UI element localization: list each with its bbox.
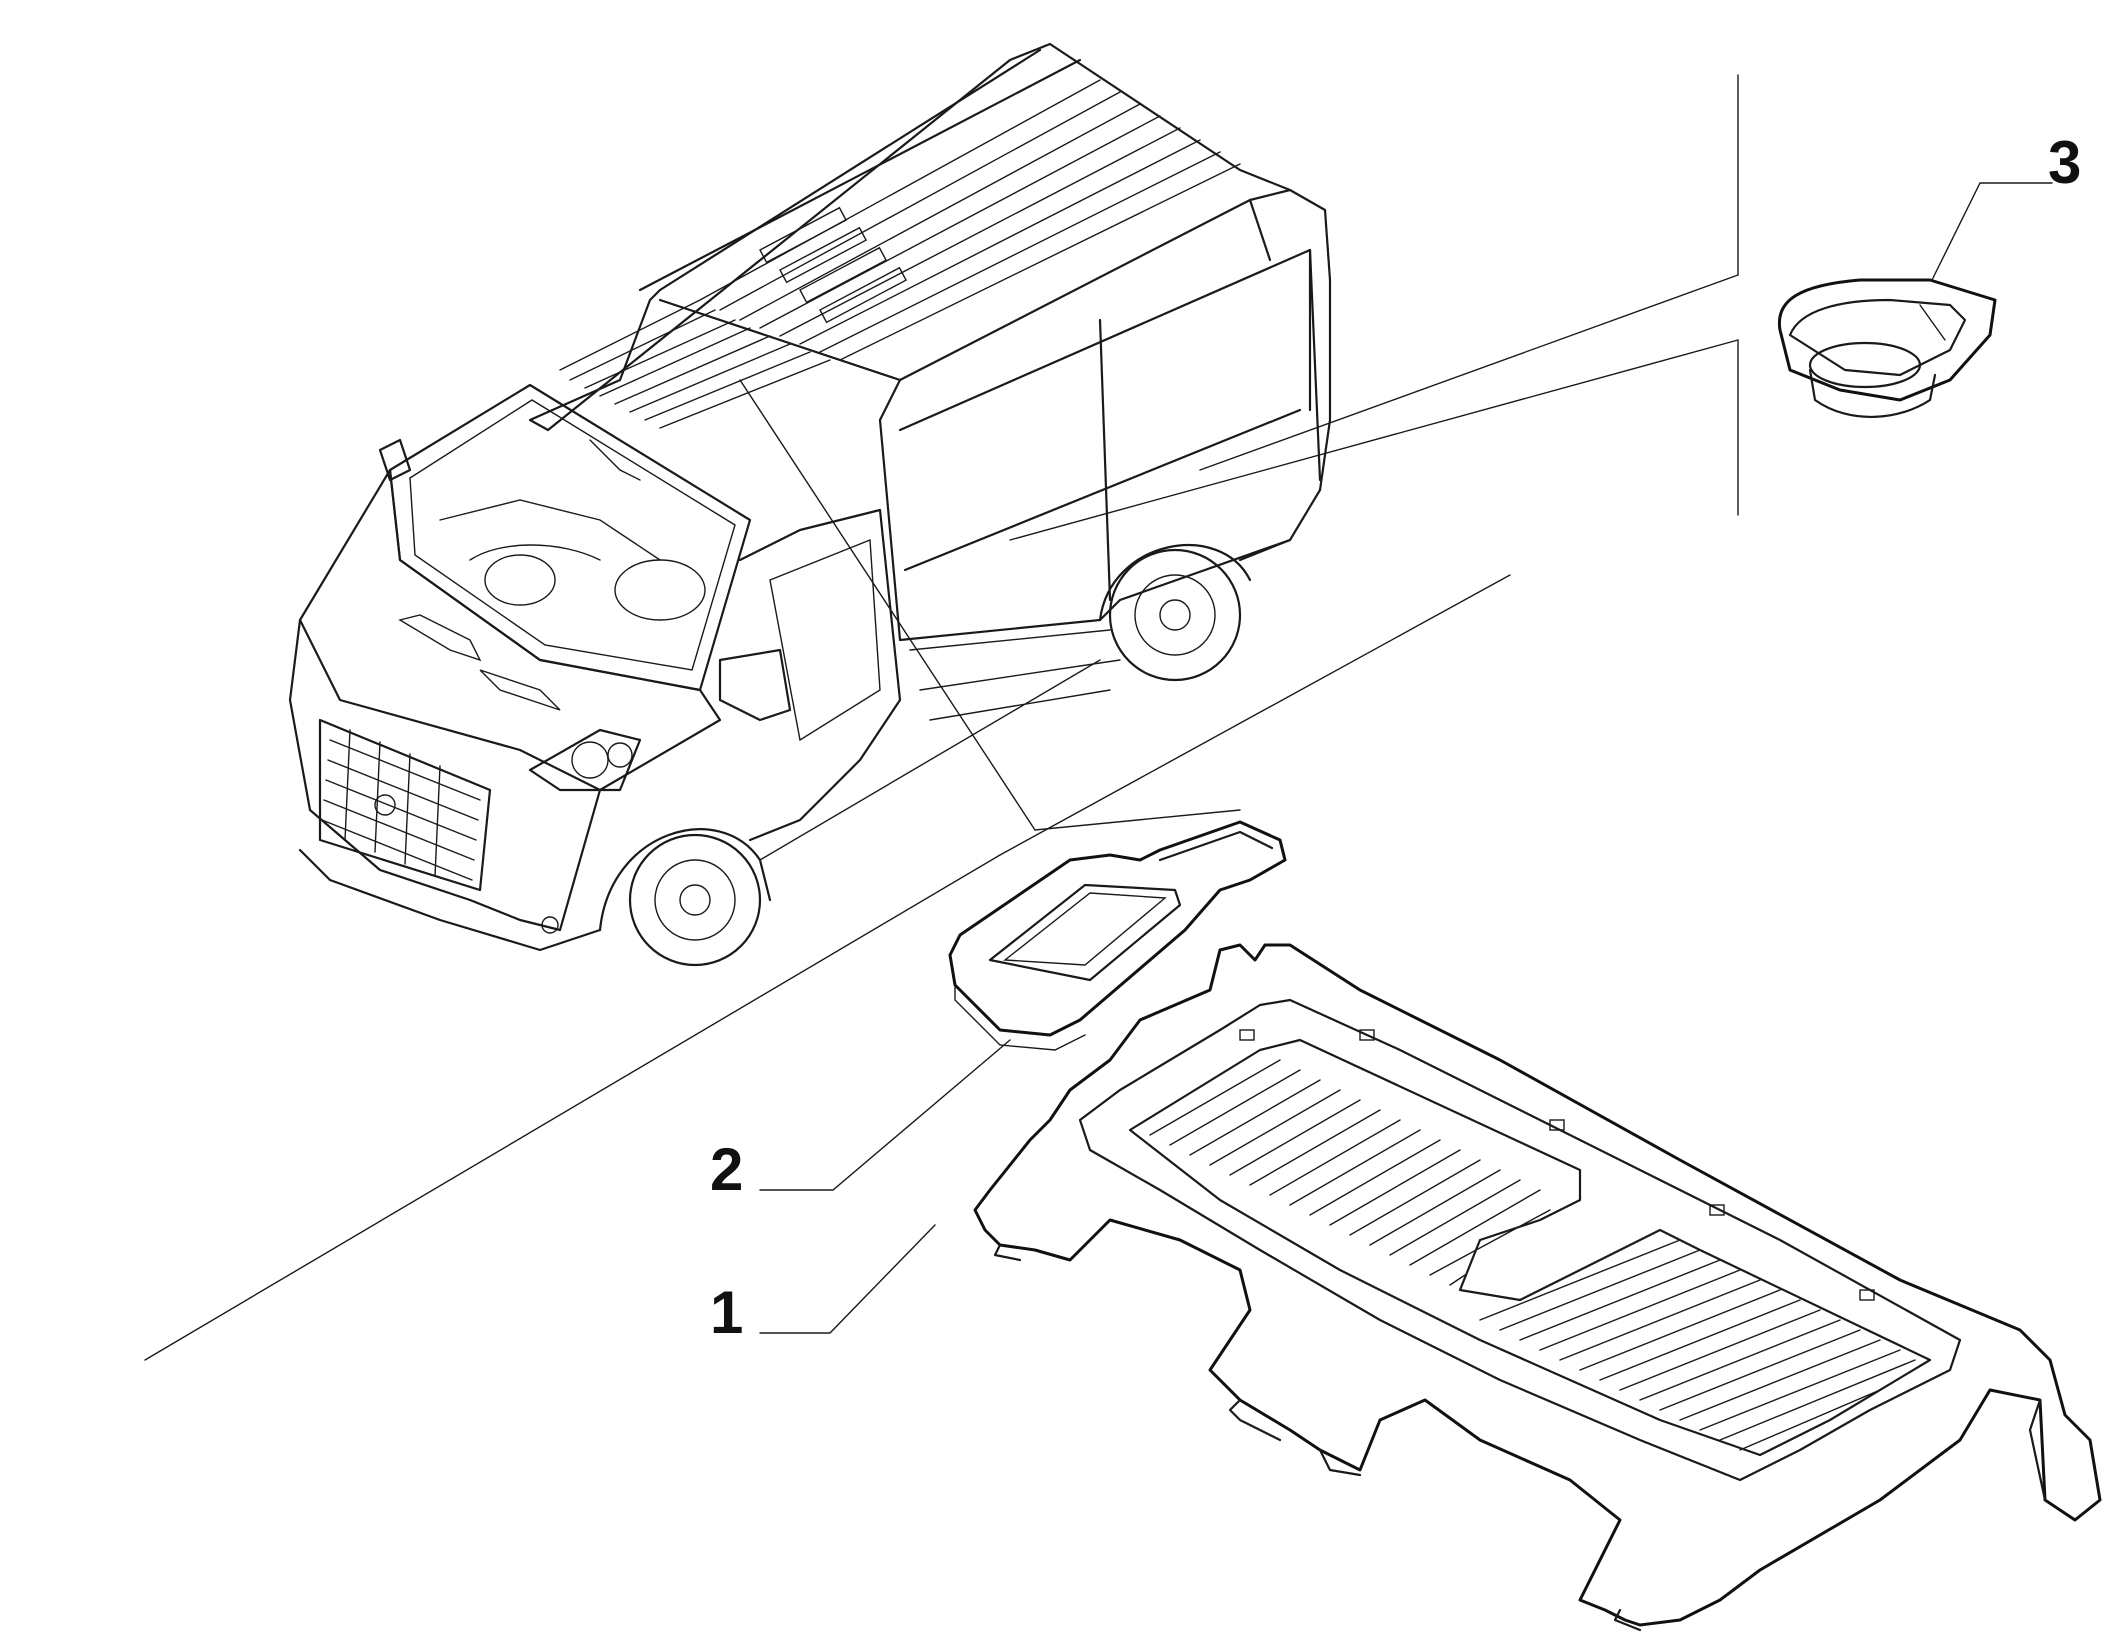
callout-3: 3 xyxy=(1931,129,2081,281)
part-1-floor-panel xyxy=(973,943,2102,1632)
callout-1: 1 xyxy=(710,1224,936,1346)
van-illustration xyxy=(288,42,1332,967)
callout-3-label: 3 xyxy=(2048,129,2081,196)
callout-2: 2 xyxy=(710,1039,1011,1203)
part-3-cup-holder xyxy=(1777,278,1997,418)
reference-lines xyxy=(144,74,1739,1361)
callout-1-label: 1 xyxy=(710,1279,743,1346)
part-2-storage-tray xyxy=(948,820,1287,1051)
callout-2-label: 2 xyxy=(710,1136,743,1203)
